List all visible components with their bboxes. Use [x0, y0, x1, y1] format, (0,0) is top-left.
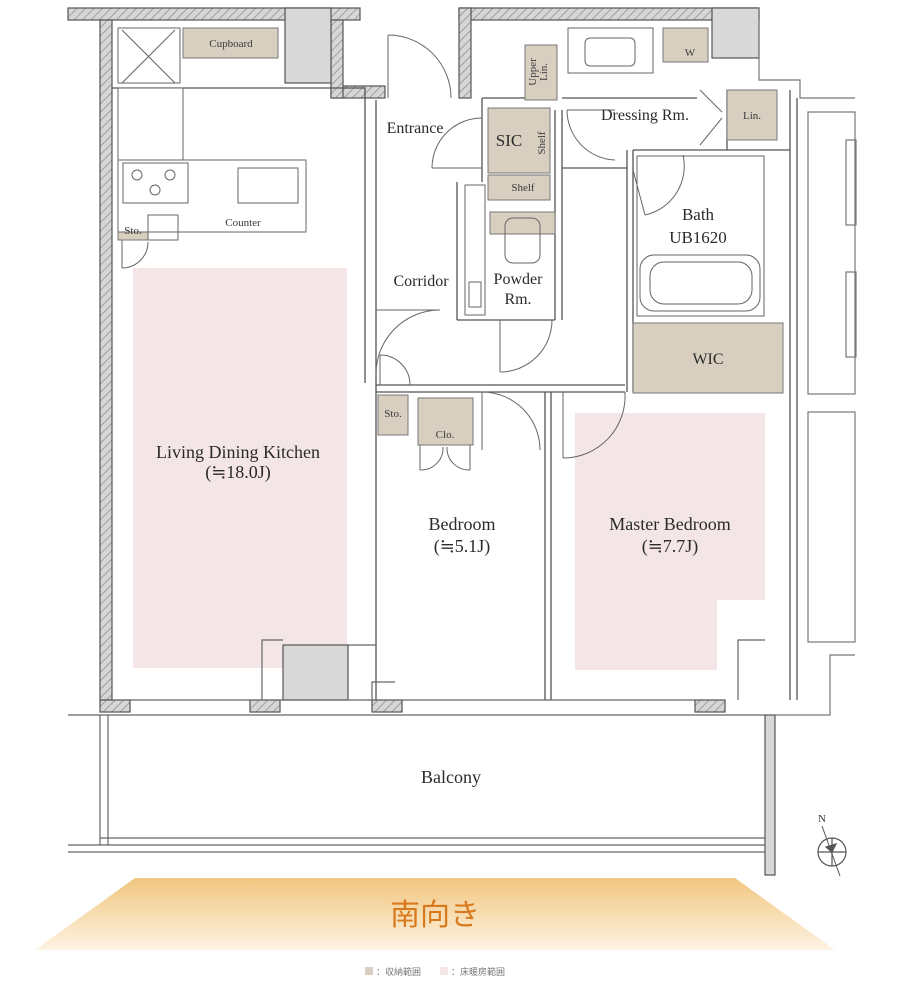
balcony-label: Balcony [421, 767, 481, 787]
lin-label: Lin. [743, 110, 761, 122]
sto-hall-label: Sto. [384, 408, 402, 420]
cooktop [122, 162, 189, 204]
ldk-size: (≒18.0J) [205, 462, 271, 483]
bathtub [639, 254, 761, 312]
lin-storage [726, 89, 778, 141]
shelf-horizontal [487, 174, 551, 201]
cupboard [182, 27, 279, 59]
floor-heating-ldk [133, 268, 347, 668]
washbasin [567, 27, 654, 74]
balcony-outline [68, 639, 765, 853]
legend-storage-swatch [365, 967, 373, 975]
doors [121, 34, 723, 471]
bath-label: Bath [682, 205, 715, 224]
legend-floor-heating-text: ：床暖房範囲 [451, 966, 505, 978]
bath-model: UB1620 [669, 228, 727, 247]
bedroom-size: (≒5.1J) [434, 536, 491, 557]
upper-lin [524, 44, 558, 101]
sink [237, 167, 299, 204]
corridor-label: Corridor [393, 273, 449, 290]
master-bedroom-label: Master Bedroom [609, 514, 730, 534]
interior-walls [112, 87, 798, 700]
powder-cabinet [489, 211, 556, 235]
wic [632, 322, 784, 394]
sto-hall [377, 394, 409, 436]
upper-lin-label-1: Upper [527, 58, 539, 86]
clo-label: Clo. [436, 429, 455, 441]
shelf-horizontal-label: Shelf [511, 182, 535, 194]
sic-label: SIC [496, 131, 522, 150]
master-bedroom-size: (≒7.7J) [642, 536, 699, 557]
kitchen-fixtures [117, 27, 307, 241]
ldk-label: Living Dining Kitchen [156, 442, 320, 462]
sic [487, 107, 551, 174]
bedroom-label: Bedroom [429, 514, 496, 534]
floor-heating-master [575, 413, 765, 670]
entrance-label: Entrance [387, 120, 444, 137]
upper-lin-label-2: Lin. [538, 63, 550, 81]
compass-icon [817, 825, 847, 877]
kitchen-counter [117, 159, 307, 233]
compass-north-label: N [818, 813, 826, 825]
powder-room-label-2: Rm. [504, 291, 531, 308]
legend-floor-heating-swatch [440, 967, 448, 975]
orientation-label: 南向き [390, 898, 480, 933]
sto-kitchen-label: Sto. [124, 225, 142, 237]
counter-label: Counter [225, 217, 261, 229]
legend-storage-text: ：収納範囲 [376, 966, 421, 978]
columns [282, 7, 776, 876]
w-storage [662, 27, 709, 63]
dressing-room-label: Dressing Rm. [601, 107, 689, 124]
wic-label: WIC [692, 351, 723, 368]
bath-fixtures [464, 27, 765, 317]
toilet [504, 217, 541, 264]
w-label: W [685, 47, 696, 59]
powder-room-label-1: Powder [494, 271, 544, 288]
building-outline-right [758, 8, 857, 716]
shelf-vertical-label: Shelf [536, 131, 548, 155]
bath-unit [636, 155, 765, 317]
storage-areas [117, 27, 784, 446]
cupboard-label: Cupboard [209, 38, 253, 50]
orientation-band [35, 878, 835, 950]
clo [417, 397, 474, 446]
